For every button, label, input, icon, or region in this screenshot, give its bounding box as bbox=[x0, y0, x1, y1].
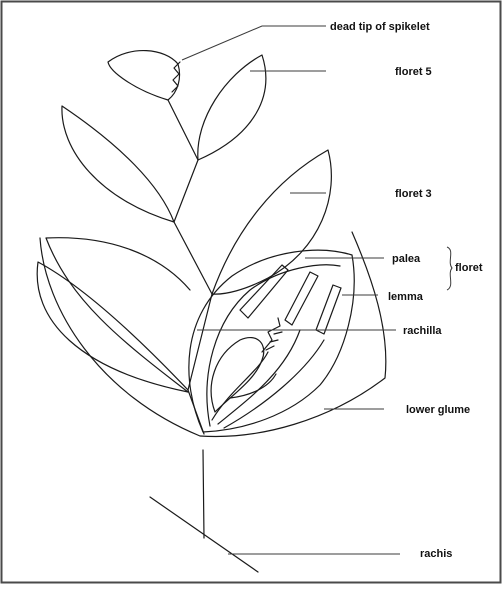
label-rachis: rachis bbox=[420, 548, 452, 560]
floret-left-lower-inner bbox=[46, 238, 190, 392]
spikelet-stalk bbox=[203, 450, 204, 538]
filament-3 bbox=[224, 340, 324, 428]
filament-2 bbox=[218, 330, 300, 424]
label-rachilla: rachilla bbox=[403, 325, 442, 337]
leader-dead-tip bbox=[182, 26, 326, 60]
label-lemma: lemma bbox=[388, 291, 424, 303]
spikelet-drawing bbox=[37, 51, 386, 572]
floret-3-shape bbox=[212, 150, 331, 294]
ovary-shape bbox=[211, 338, 264, 412]
leader-lines bbox=[182, 26, 452, 554]
filament-1 bbox=[212, 352, 268, 420]
label-floret-5: floret 5 bbox=[395, 66, 432, 78]
label-floret: floret bbox=[455, 262, 483, 274]
stigma-hairs bbox=[266, 332, 282, 350]
label-palea: palea bbox=[392, 253, 421, 265]
stamen-3 bbox=[316, 285, 341, 334]
floret-4-shape bbox=[62, 106, 174, 222]
dead-tip-shape bbox=[108, 51, 180, 100]
label-floret-3: floret 3 bbox=[395, 188, 432, 200]
stamen-2 bbox=[285, 272, 318, 325]
floret-brace bbox=[447, 247, 452, 290]
floret-left-lower bbox=[37, 262, 188, 392]
label-dead-tip: dead tip of spikelet bbox=[330, 21, 430, 33]
label-lower-glume: lower glume bbox=[406, 404, 470, 416]
